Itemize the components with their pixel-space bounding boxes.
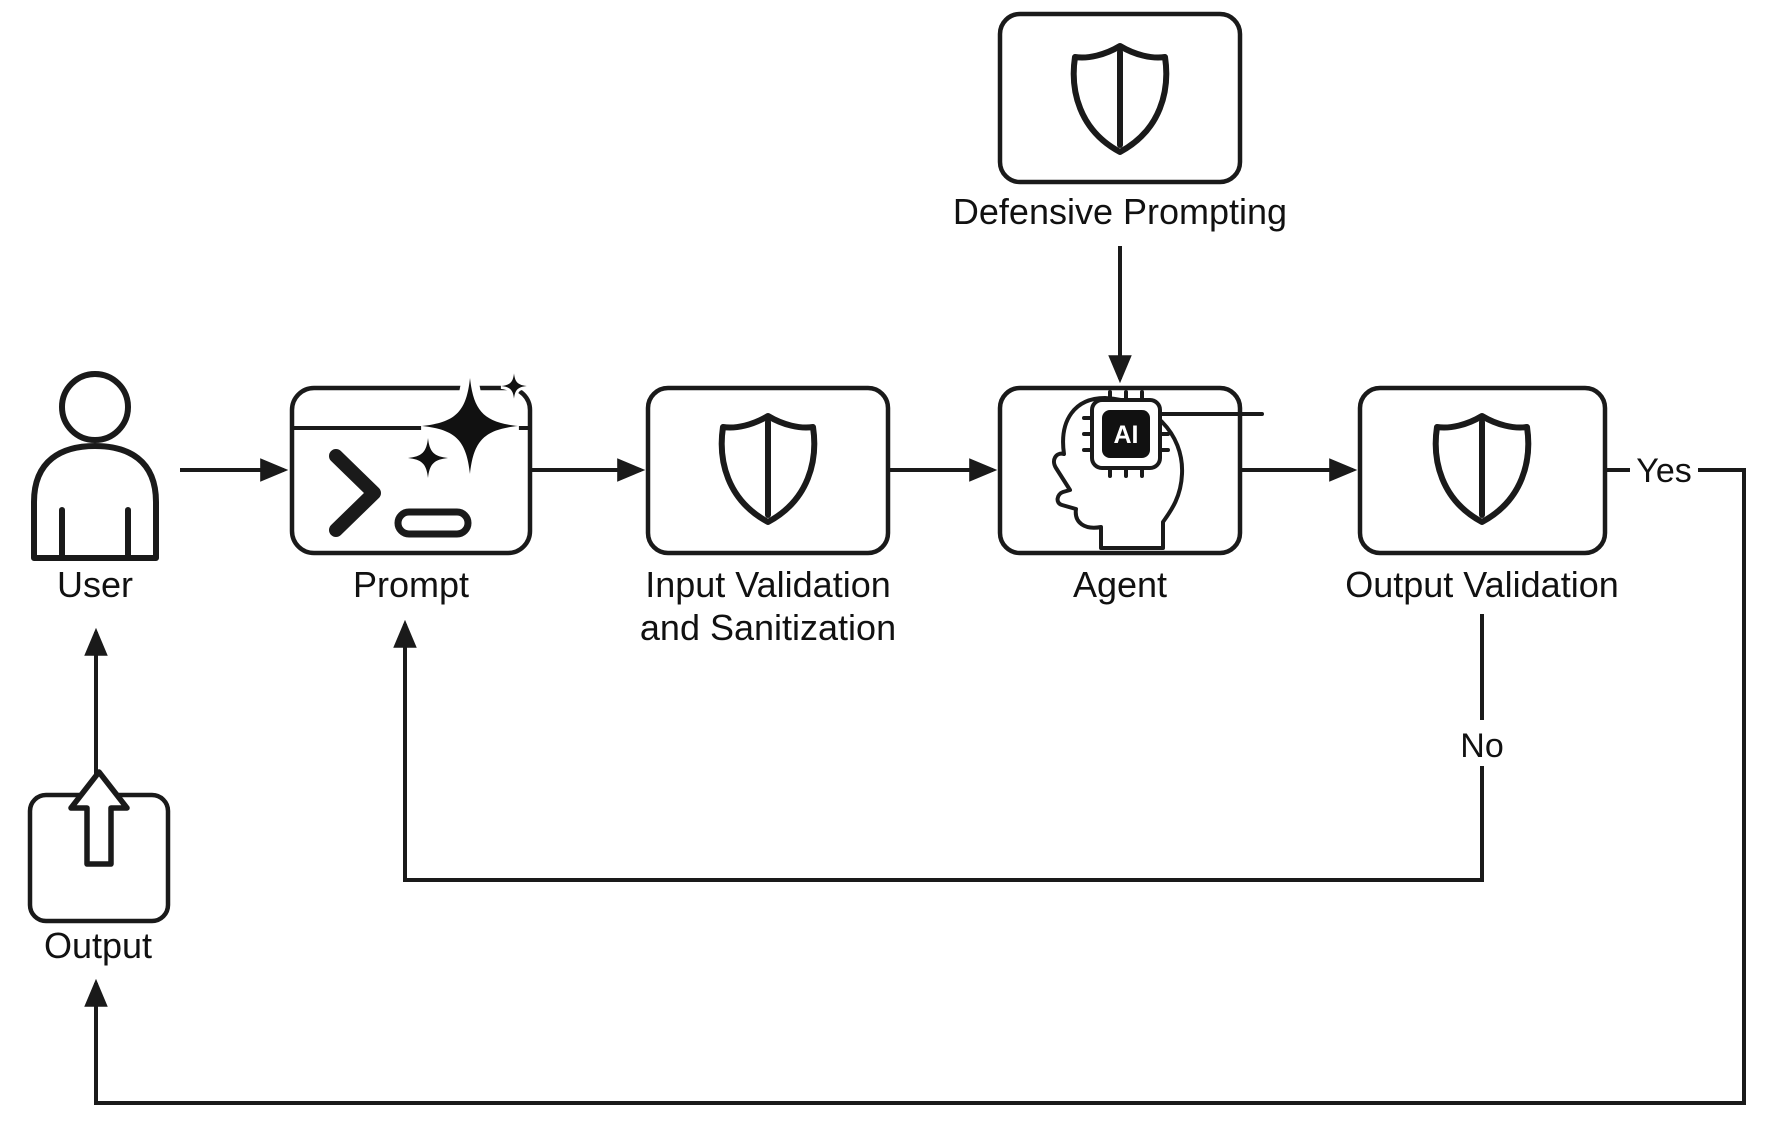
terminal-chevron-icon <box>329 449 472 538</box>
input-validation-node: Input Validation and Sanitization <box>640 385 896 648</box>
ai-chip-text: AI <box>1114 421 1139 449</box>
user-icon <box>31 371 159 561</box>
user-node: User <box>31 371 159 605</box>
output-label: Output <box>44 925 152 966</box>
upload-arrow-icon <box>68 769 130 867</box>
prompt-label: Prompt <box>353 564 469 605</box>
agent-head-icon: AI <box>1052 390 1264 550</box>
agent-label: Agent <box>1073 564 1167 605</box>
defensive-prompting-label: Defensive Prompting <box>953 191 1287 232</box>
output-validation-label: Output Validation <box>1345 564 1619 605</box>
edge-no-loop-to-prompt <box>393 614 1484 882</box>
defensive-prompting-node: Defensive Prompting <box>953 11 1287 232</box>
no-label-bg <box>1450 720 1514 766</box>
yes-label: Yes <box>1636 452 1691 490</box>
output-validation-node: Output Validation <box>1345 385 1619 605</box>
agent-box <box>997 385 1243 556</box>
input-validation-label-line2: and Sanitization <box>640 607 896 648</box>
agent-node: AI Agent <box>997 385 1264 605</box>
output-node: Output <box>27 769 171 966</box>
edges-layer: Yes No <box>84 246 1746 1105</box>
yes-label-bg <box>1630 448 1698 490</box>
user-label: User <box>57 564 133 605</box>
ai-chip-icon: AI <box>1082 390 1264 478</box>
prompt-node: Prompt <box>289 373 533 605</box>
no-label: No <box>1460 727 1503 765</box>
input-validation-label-line1: Input Validation <box>645 564 891 605</box>
